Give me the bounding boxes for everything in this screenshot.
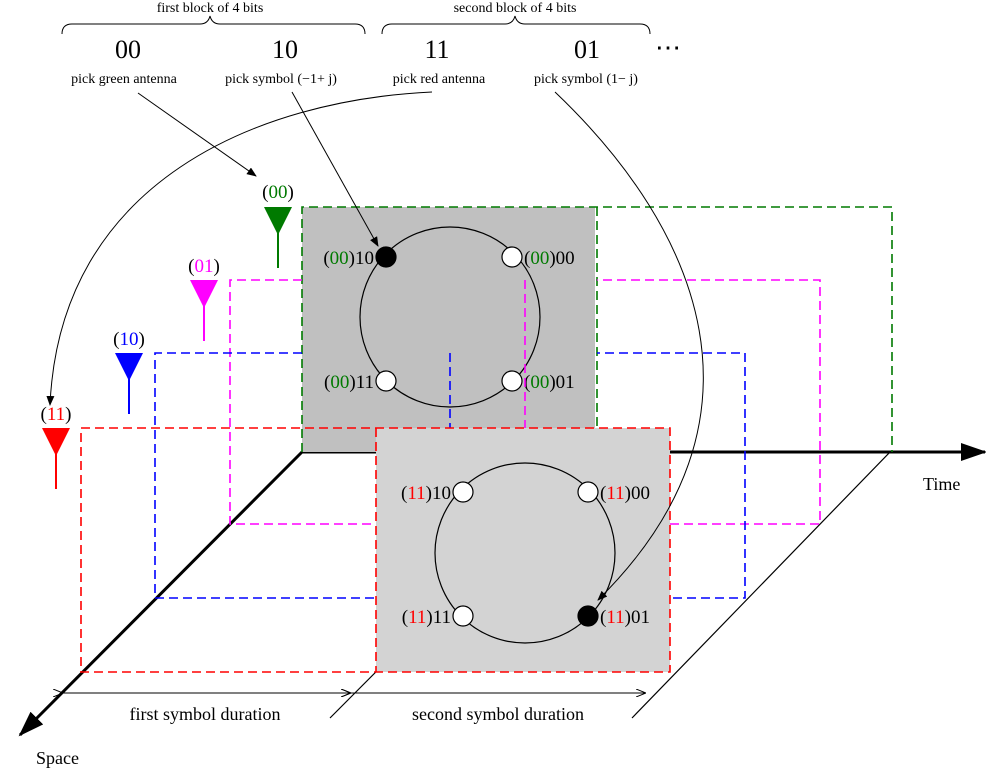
bits-2: 11 (424, 35, 449, 64)
desc-1: pick symbol (−1+ j) (225, 72, 337, 87)
arrow-to-symbol-1 (291, 91, 379, 247)
c2-point-01 (577, 605, 599, 627)
antenna-red-label: (11) (41, 404, 72, 425)
c2-label-00: (11)00 (600, 483, 650, 504)
c1-point-01 (501, 370, 523, 392)
red-plane (80, 427, 671, 673)
slot1-active-fill (302, 207, 595, 452)
block1-label: first block of 4 bits (157, 1, 264, 16)
brace-block2 (381, 15, 651, 35)
desc-3: pick symbol (1− j) (534, 72, 638, 87)
arrow-to-symbol-2 (554, 91, 704, 601)
constellation1-circle (359, 226, 541, 408)
desc-2: pick red antenna (393, 72, 486, 87)
c2-point-00 (577, 481, 599, 503)
durations: first symbol duration second symbol dura… (62, 693, 645, 724)
ellipsis: ⋯ (655, 33, 681, 62)
constellation-1: (00)10 (00)00 (00)11 (00)01 (323, 226, 575, 408)
desc-0: pick green antenna (71, 72, 178, 87)
time-label: Time (923, 474, 960, 494)
antenna-blue-icon (115, 353, 143, 381)
c2-label-10: (11)10 (401, 483, 451, 504)
c1-point-00 (501, 246, 523, 268)
duration1-label: first symbol duration (130, 704, 281, 724)
antenna-green-icon (264, 207, 292, 235)
green-plane (301, 206, 893, 452)
antenna-magenta: (01) (188, 256, 220, 341)
brace-block1 (61, 15, 366, 35)
arrow-to-red-antenna (46, 91, 433, 406)
constellation-2: (11)10 (11)00 (11)11 (11)01 (401, 462, 650, 644)
constellation2-circle (434, 462, 616, 644)
antenna-green: (00) (262, 182, 294, 268)
space-axis (18, 450, 304, 737)
mapping-arrows (46, 91, 704, 601)
bits-1: 10 (272, 35, 298, 64)
block2-label: second block of 4 bits (454, 1, 577, 16)
c1-label-11: (00)11 (324, 372, 374, 393)
antenna-magenta-icon (190, 280, 218, 308)
c2-label-11: (11)11 (402, 607, 451, 628)
c1-label-01: (00)01 (524, 372, 575, 393)
antenna-red: (11) (41, 404, 72, 489)
c1-point-11 (375, 370, 397, 392)
c1-label-10: (00)10 (323, 248, 374, 269)
c1-label-00: (00)00 (524, 248, 575, 269)
c2-point-11 (452, 605, 474, 627)
plane-right-edge (631, 451, 891, 719)
antenna-green-label: (00) (262, 182, 294, 203)
slot2-active-fill (376, 428, 670, 672)
space-label: Space (36, 748, 79, 768)
duration2-label: second symbol duration (412, 704, 584, 724)
c2-point-10 (452, 481, 474, 503)
antenna-blue: (10) (113, 329, 145, 414)
antenna-blue-label: (10) (113, 329, 145, 350)
c1-point-10 (375, 246, 397, 268)
antenna-magenta-label: (01) (188, 256, 220, 277)
antenna-red-icon (42, 428, 70, 456)
arrow-to-green-antenna (137, 92, 257, 177)
bits-0: 00 (115, 35, 141, 64)
c2-label-01: (11)01 (600, 607, 650, 628)
bits-3: 01 (574, 35, 600, 64)
header: first block of 4 bits second block of 4 … (61, 1, 681, 87)
